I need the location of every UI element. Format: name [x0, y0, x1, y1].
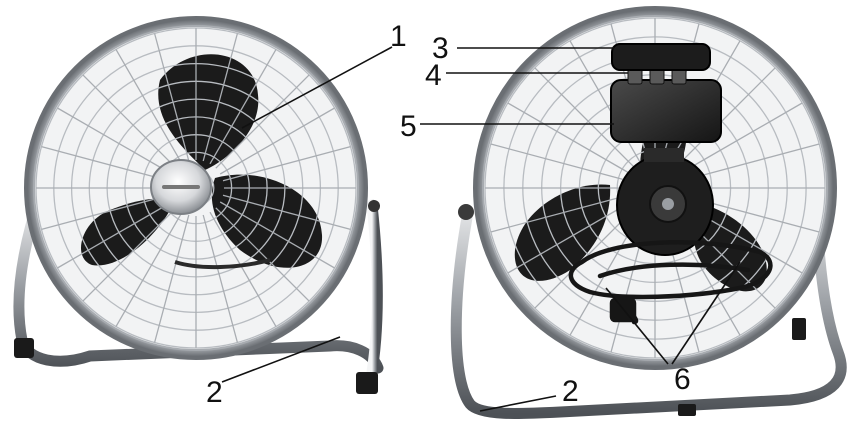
- callout-2-right: 2: [562, 375, 579, 408]
- callout-5: 5: [400, 110, 417, 143]
- callout-2-left: 2: [206, 376, 223, 409]
- rubber-foot: [678, 404, 696, 416]
- fan-front-view: [14, 18, 380, 394]
- callout-6: 6: [674, 363, 691, 396]
- rubber-foot: [14, 338, 34, 358]
- rubber-foot: [356, 372, 378, 394]
- callout-1: 1: [390, 20, 407, 53]
- callout-4: 4: [425, 59, 442, 92]
- brand-logo: [162, 185, 200, 189]
- fan-rear-view: [456, 8, 841, 416]
- rubber-foot: [792, 318, 806, 340]
- switch-housing: [611, 80, 721, 142]
- top-handle: [612, 44, 710, 70]
